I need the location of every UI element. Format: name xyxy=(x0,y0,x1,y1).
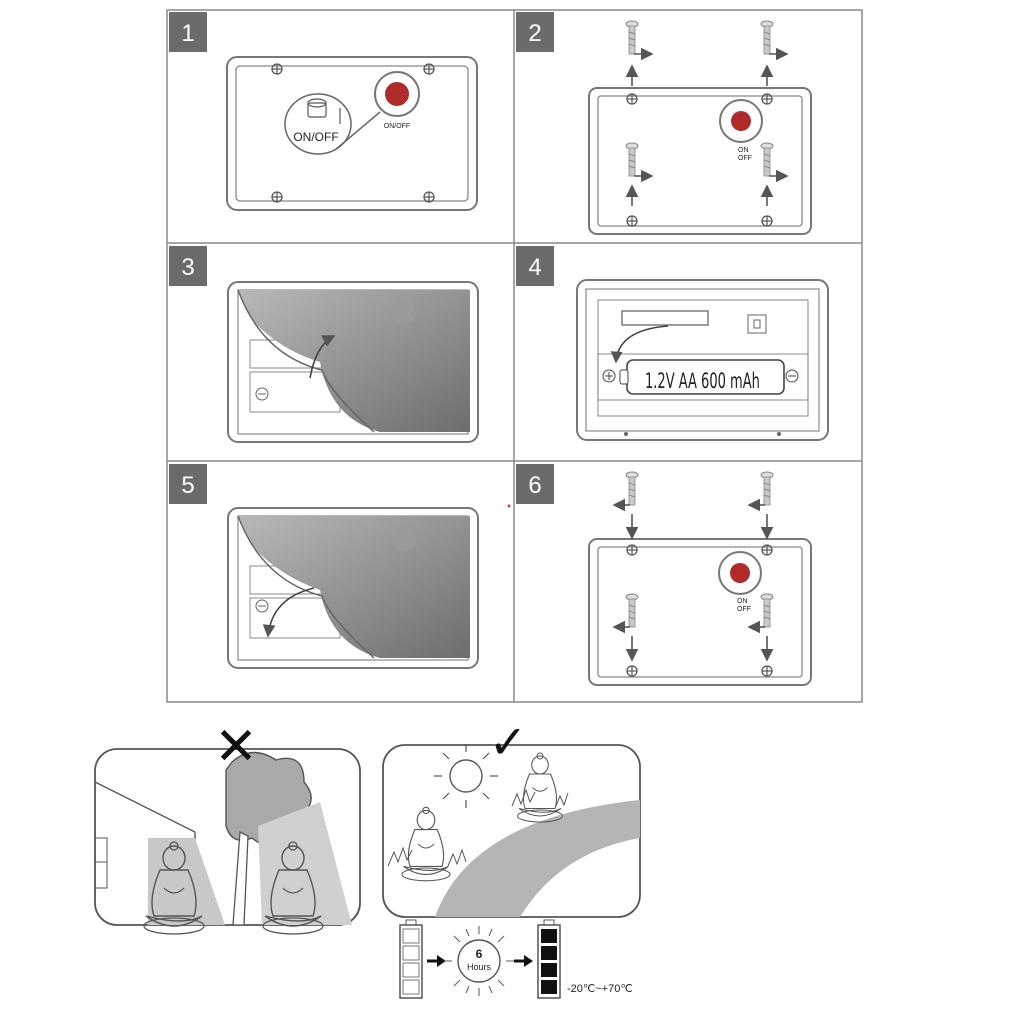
off-label: OFF xyxy=(737,606,751,613)
arrow-right-icon xyxy=(514,955,533,967)
switch-icon xyxy=(307,102,327,118)
battery-label: 1.2V AA 600 mAh xyxy=(645,370,760,394)
step-5-panel: 5 xyxy=(169,464,479,669)
led-icon xyxy=(730,563,750,583)
step-4-panel: 4 1.2V AA 600 mAh xyxy=(516,246,829,441)
sun-icon xyxy=(434,744,498,808)
step-1-badge xyxy=(169,12,207,52)
step-2-panel: 2 ON OFF xyxy=(516,12,812,235)
step-6-panel: 6 ON OFF xyxy=(516,464,812,686)
arrow-right-icon xyxy=(427,955,446,967)
battery-full-icon xyxy=(537,919,561,999)
switch-magnifier xyxy=(284,93,352,155)
screw-icon xyxy=(625,471,639,506)
screw-icon xyxy=(625,20,639,55)
charging-row: 6 Hours -20℃~+70℃ xyxy=(399,919,633,999)
step-2-badge xyxy=(516,12,554,52)
step-1-number: 1 xyxy=(181,20,194,47)
step-6-badge xyxy=(516,464,554,504)
on-label: ON xyxy=(738,147,749,154)
wrong-placement-panel: ✕ xyxy=(94,717,361,935)
hours-label: Hours xyxy=(467,962,492,972)
temperature-range: -20℃~+70℃ xyxy=(567,983,633,995)
step-3-badge xyxy=(169,246,207,286)
cover-panel xyxy=(238,516,470,658)
switch-label: ON/OFF xyxy=(293,130,338,144)
cover-panel xyxy=(238,290,470,432)
sun-hours-icon: 6 Hours xyxy=(444,926,514,996)
right-placement-panel: ✓ xyxy=(382,715,641,918)
right-mark-icon: ✓ xyxy=(489,715,528,769)
step-5-number: 5 xyxy=(181,472,194,499)
step-3-panel: 3 xyxy=(169,246,479,443)
step-5-badge xyxy=(169,464,207,504)
led-icon xyxy=(385,82,409,106)
wrong-mark-icon: ✕ xyxy=(214,717,258,777)
on-label: ON xyxy=(737,598,748,605)
battery-empty-icon xyxy=(399,919,423,999)
step-3-number: 3 xyxy=(181,254,194,281)
screw-icon xyxy=(760,471,774,506)
step-4-badge xyxy=(516,246,554,286)
steps-grid xyxy=(166,9,863,703)
hours-value: 6 xyxy=(476,947,483,961)
screw-icon xyxy=(760,20,774,55)
step-2-number: 2 xyxy=(528,20,541,47)
step-1-panel: 1 ON/OFF ON/OFF xyxy=(169,12,478,211)
off-label: OFF xyxy=(738,155,752,162)
step-6-number: 6 xyxy=(528,472,541,499)
step-4-number: 4 xyxy=(528,254,541,281)
led-icon xyxy=(731,111,751,131)
path-area xyxy=(435,800,640,917)
switch-small-label: ON/OFF xyxy=(384,123,410,130)
